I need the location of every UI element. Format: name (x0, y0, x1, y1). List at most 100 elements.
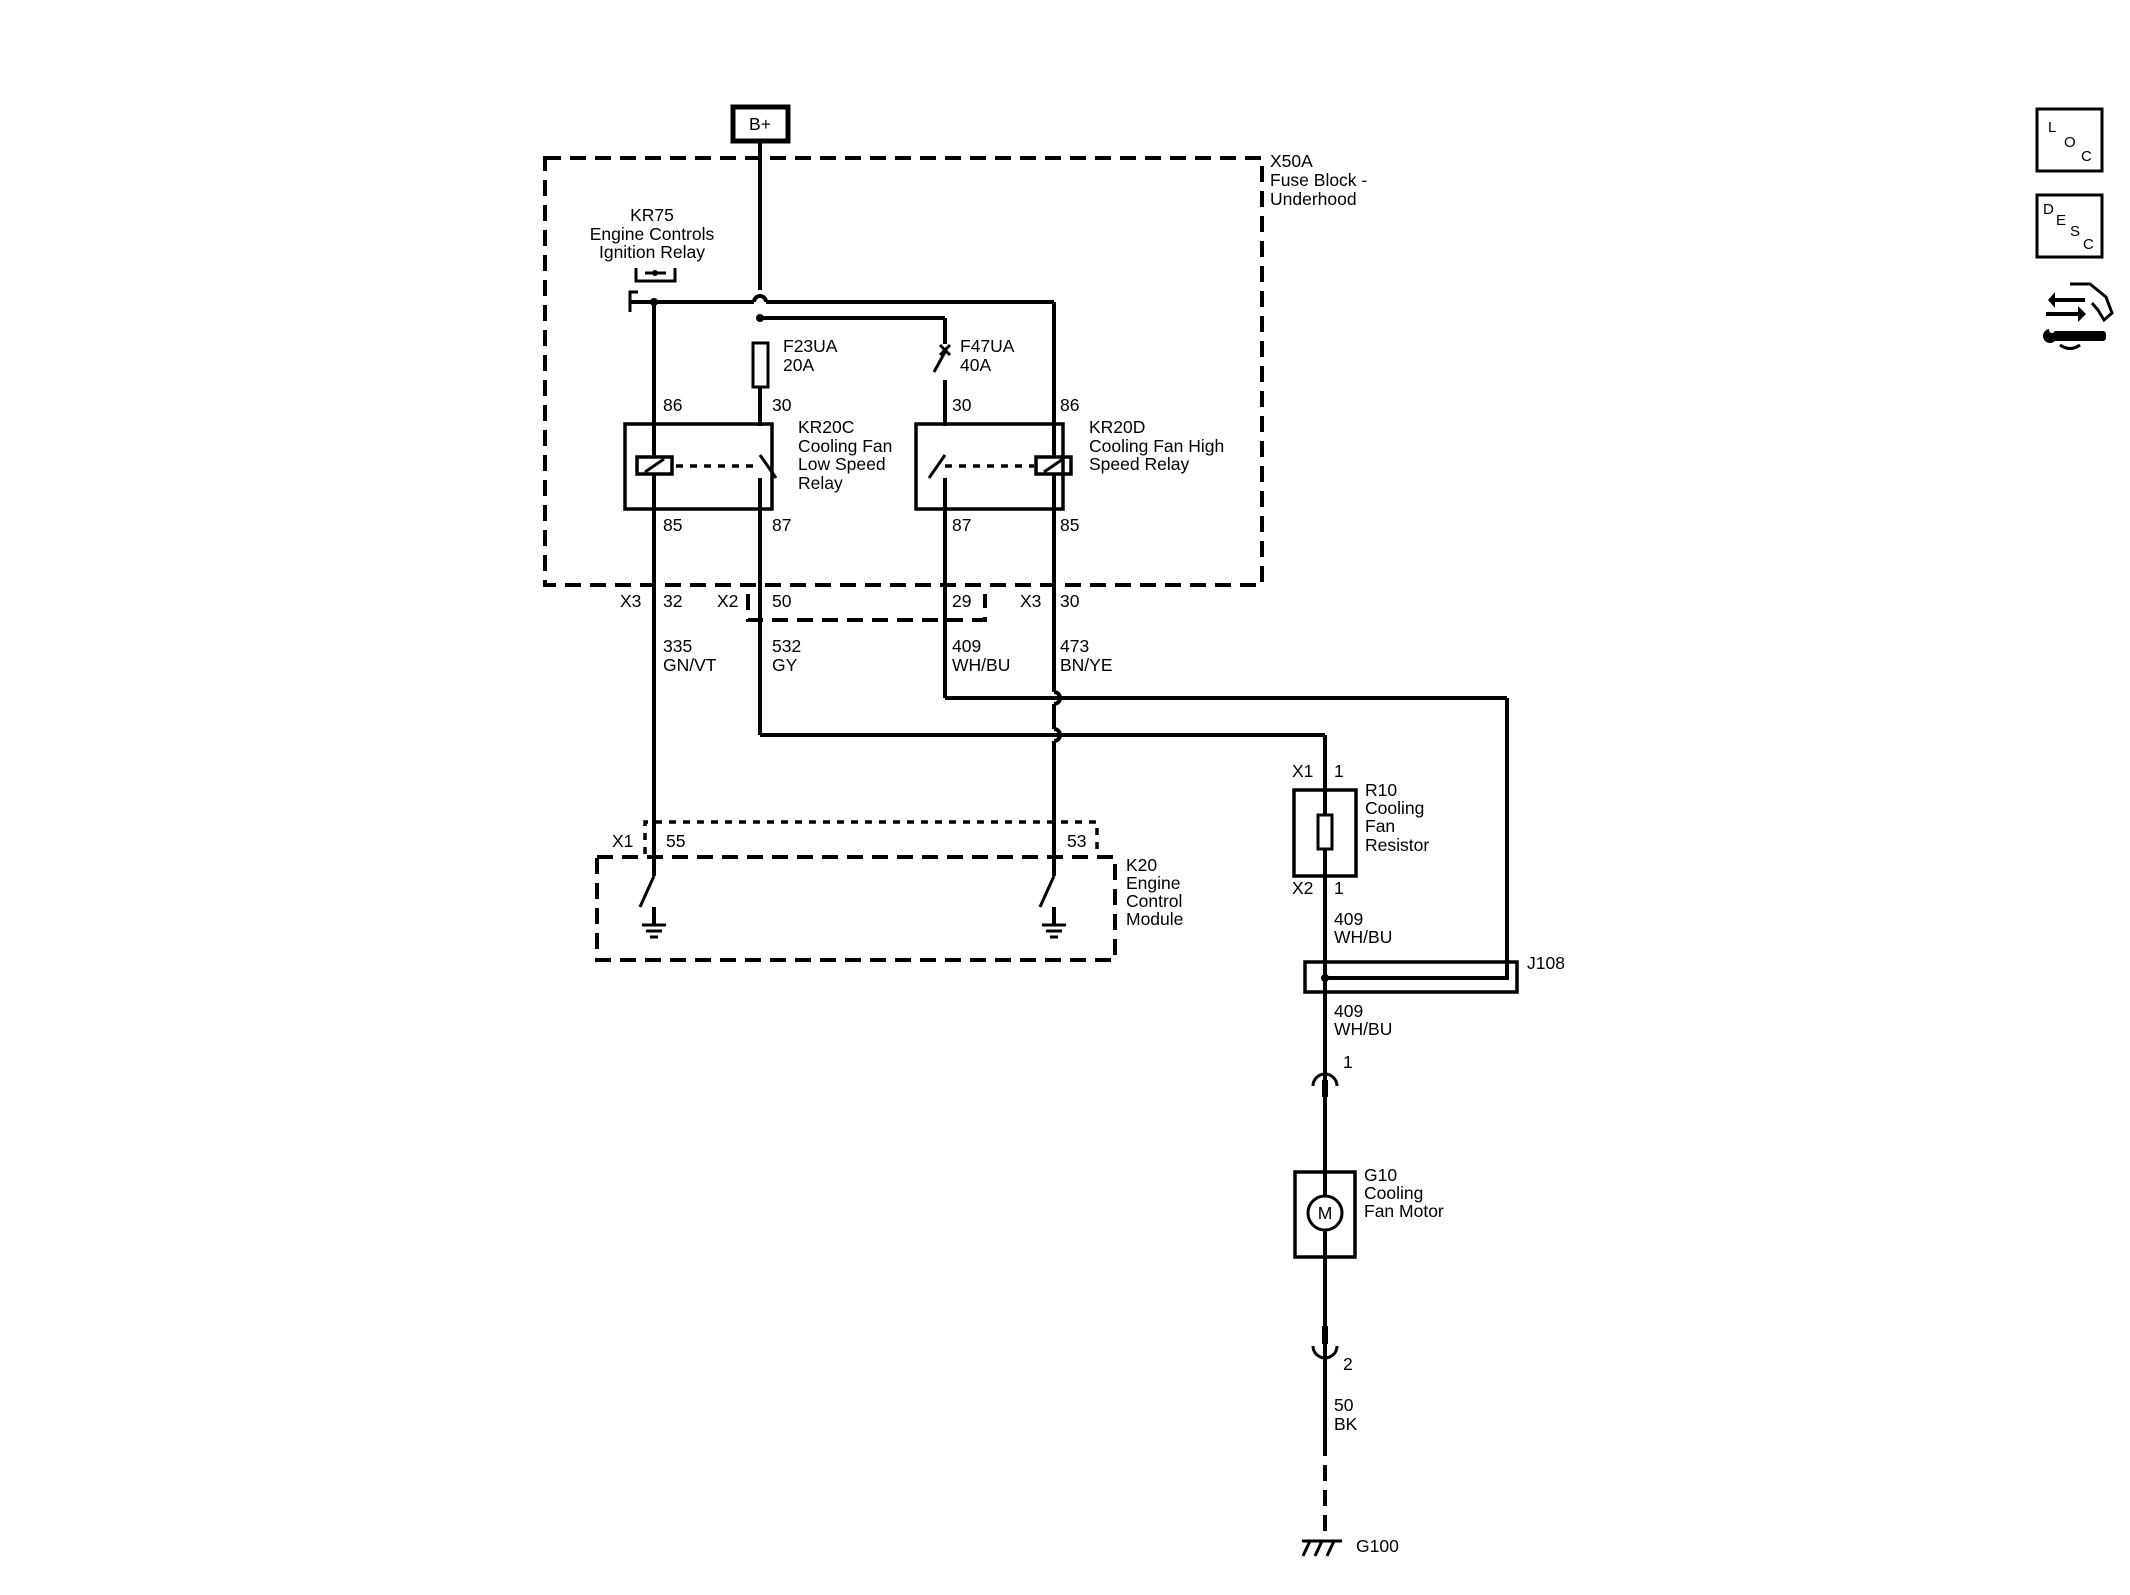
conn-x3-right: X3 (1020, 591, 1041, 611)
conn-pin-30: 30 (1060, 591, 1080, 611)
svg-text:D: D (2043, 201, 2054, 218)
w335-color: GN/VT (663, 655, 717, 675)
w409c-color: WH/BU (1334, 1019, 1392, 1039)
svg-text:O: O (2064, 134, 2076, 151)
w409c-circuit: 409 (1334, 1001, 1363, 1021)
battery-positive-source: B+ (730, 104, 791, 144)
battery-label: B+ (749, 114, 771, 134)
w409a-circuit: 409 (952, 636, 981, 656)
svg-text:G10: G10 (1364, 1165, 1397, 1185)
svg-text:Cooling: Cooling (1364, 1183, 1423, 1203)
kr20d-pin-86: 86 (1060, 395, 1079, 415)
svg-text:R10: R10 (1365, 780, 1397, 800)
conn-pin-32: 32 (663, 591, 682, 611)
svg-text:Engine: Engine (1126, 873, 1181, 893)
svg-text:KR20C: KR20C (798, 417, 854, 437)
r10-pin-top: 1 (1334, 761, 1344, 781)
kr20c-switch (758, 454, 778, 479)
kr20c-pin-30: 30 (772, 395, 792, 415)
loc-icon[interactable]: L O C (2035, 107, 2104, 173)
svg-text:Control: Control (1126, 891, 1182, 911)
w473-circuit: 473 (1060, 636, 1089, 656)
ground-g100-symbol (1301, 1539, 1342, 1557)
w335-circuit: 335 (663, 636, 692, 656)
svg-text:K20: K20 (1126, 855, 1157, 875)
svg-text:Fan Motor: Fan Motor (1364, 1201, 1444, 1221)
r10-label: R10 Cooling Fan Resistor (1365, 780, 1429, 855)
w532-color: GY (772, 655, 798, 675)
svg-text:E: E (2056, 212, 2066, 229)
desc-icon[interactable]: D E S C (2035, 193, 2104, 259)
kr20c-pin-85: 85 (663, 515, 682, 535)
f47ua-rating: 40A (960, 355, 991, 375)
ecm-pin-53: 53 (1067, 831, 1086, 851)
kr20c-label: KR20C Cooling Fan Low Speed Relay (798, 417, 892, 493)
svg-text:Module: Module (1126, 909, 1183, 929)
ecm-label: K20 Engine Control Module (1126, 855, 1183, 929)
svg-text:Underhood: Underhood (1270, 189, 1357, 209)
kr75-label: KR75 Engine Controls Ignition Relay (590, 205, 715, 262)
motor-symbol-letter: M (1318, 1203, 1333, 1223)
kr20d-switch (927, 454, 947, 479)
w50-circuit: 50 (1334, 1395, 1354, 1415)
svg-text:KR20D: KR20D (1089, 417, 1145, 437)
svg-text:Fan: Fan (1365, 816, 1395, 836)
x2-connector-boundary (746, 594, 987, 622)
svg-text:Relay: Relay (798, 473, 843, 493)
svg-text:C: C (2083, 236, 2094, 253)
kr20c-pin-86: 86 (663, 395, 682, 415)
fuse-block-boundary (543, 156, 1264, 587)
ecm-connector-x1 (643, 820, 1099, 854)
kr20d-coil (1034, 455, 1073, 476)
svg-text:Cooling Fan High: Cooling Fan High (1089, 436, 1224, 456)
svg-text:Cooling Fan: Cooling Fan (798, 436, 892, 456)
ecm-pin-55: 55 (666, 831, 685, 851)
w409b-circuit: 409 (1334, 909, 1363, 929)
relay-kr20d (914, 422, 1065, 511)
svg-text:S: S (2070, 223, 2080, 240)
relay-kr20c (623, 422, 774, 511)
motor-connector-pin2 (1311, 1326, 1339, 1360)
svg-text:Speed Relay: Speed Relay (1089, 454, 1189, 474)
w409b-color: WH/BU (1334, 927, 1392, 947)
connector-repair-icon[interactable] (2043, 282, 2114, 350)
resistor-symbol (1316, 813, 1334, 851)
w409a-color: WH/BU (952, 655, 1010, 675)
motor-connector-pin1 (1311, 1072, 1339, 1097)
svg-text:Ignition Relay: Ignition Relay (599, 242, 705, 262)
svg-text:KR75: KR75 (630, 205, 674, 225)
splice-j108 (1303, 960, 1519, 994)
svg-text:Engine Controls: Engine Controls (590, 224, 715, 244)
r10-conn-bot: X2 (1292, 878, 1313, 898)
motor-pin-1: 1 (1343, 1052, 1353, 1072)
fuse-block-label: X50A Fuse Block - Underhood (1270, 151, 1367, 209)
svg-text:L: L (2048, 119, 2056, 136)
ecm-low-side-driver-right (1038, 875, 1066, 939)
svg-text:Low Speed: Low Speed (798, 454, 886, 474)
kr20d-pin-85: 85 (1060, 515, 1079, 535)
motor-pin-2: 2 (1343, 1354, 1353, 1374)
fuse-f47ua (932, 343, 952, 426)
conn-pin-50: 50 (772, 591, 792, 611)
svg-text:X50A: X50A (1270, 151, 1313, 171)
svg-text:Resistor: Resistor (1365, 835, 1429, 855)
kr20d-pin-87: 87 (952, 515, 971, 535)
r10-pin-bot: 1 (1334, 878, 1344, 898)
r10-conn-top: X1 (1292, 761, 1313, 781)
ground-label: G100 (1356, 1536, 1399, 1556)
f23ua-id: F23UA (783, 336, 838, 356)
ecm-boundary (595, 855, 1117, 962)
svg-text:C: C (2081, 148, 2092, 165)
kr20c-pin-87: 87 (772, 515, 791, 535)
motor-label: G10 Cooling Fan Motor (1364, 1165, 1444, 1221)
ecm-low-side-driver-left (638, 875, 666, 939)
w532-circuit: 532 (772, 636, 801, 656)
kr20d-pin-30: 30 (952, 395, 972, 415)
splice-label: J108 (1527, 953, 1565, 973)
conn-x3-left: X3 (620, 591, 641, 611)
conn-pin-29: 29 (952, 591, 971, 611)
f23ua-rating: 20A (783, 355, 814, 375)
svg-text:Fuse Block -: Fuse Block - (1270, 170, 1367, 190)
kr20c-coil (635, 455, 674, 476)
